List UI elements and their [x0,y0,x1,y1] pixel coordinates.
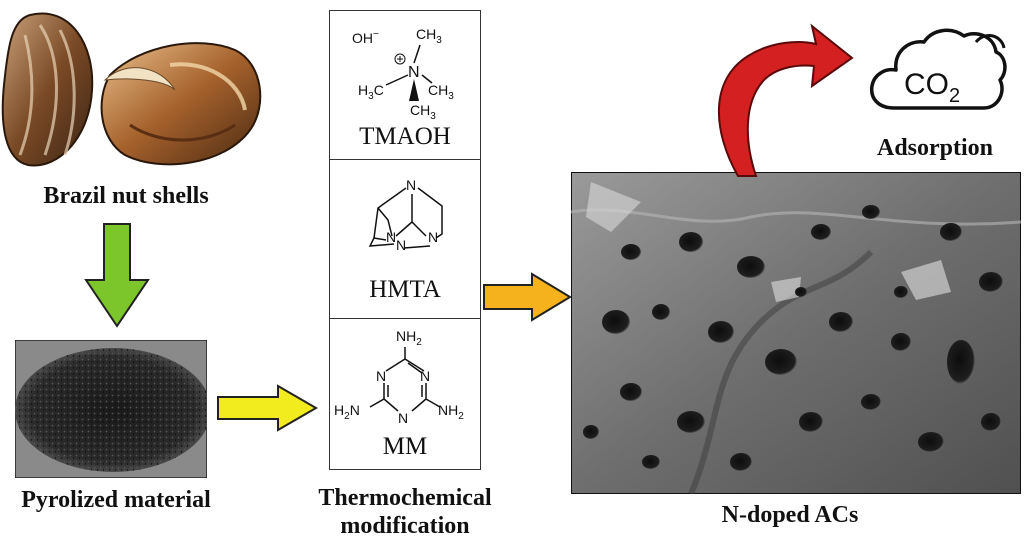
thermochemical-modification-label: Thermochemical modification [270,484,540,540]
svg-text:H3C: H3C [358,82,384,102]
svg-text:N: N [386,229,396,245]
nut-shell-right [100,42,262,166]
svg-text:N: N [396,237,406,253]
arrow-curved-red [717,23,854,177]
reagent-label-hmta: HMTA [369,276,441,303]
n-doped-acs-sem-image [571,172,1021,494]
reagent-box-tmaoh: OH− CH3 H3C CH3 CH3 N TMAOH [329,10,481,160]
reagent-label-mm: MM [382,433,428,460]
tmaoh-structure: OH− CH3 H3C CH3 CH3 N [352,26,454,122]
arrow-right-yellow [217,384,318,432]
hmta-structure: N N N N [368,177,443,253]
thermochemical-line2: modification [340,513,470,539]
svg-text:H2N: H2N [334,402,360,422]
svg-text:N: N [406,177,416,193]
brazil-nut-shells-label: Brazil nut shells [43,183,209,209]
pyrolized-material-label: Pyrolized material [21,487,211,513]
reagent-label-tmaoh: TMAOH [359,123,451,150]
svg-text:N: N [408,64,420,81]
svg-text:N: N [376,368,386,384]
svg-text:N: N [420,368,430,384]
svg-text:OH−: OH− [352,29,379,46]
svg-text:CH3: CH3 [410,102,436,122]
arrow-right-orange [483,272,572,322]
n-doped-acs-label: N-doped ACs [721,502,859,528]
svg-text:NH2: NH2 [438,402,464,422]
pyrolized-material-image [15,340,207,478]
cloud-co2-icon: CO2 [869,28,1007,110]
arrow-down-green [84,223,150,328]
svg-text:CO2: CO2 [904,68,960,107]
adsorption-label: Adsorption [876,135,994,161]
brazil-nut-shells-image [1,12,262,167]
svg-text:N: N [428,229,438,245]
melamine-structure: NH2 H2N NH2 N N N [334,328,464,426]
reagent-box-mm: NH2 H2N NH2 N N N MM [329,318,481,470]
reagent-box-hmta: N N N N HMTA [329,159,481,319]
svg-text:NH2: NH2 [396,328,422,348]
svg-text:N: N [398,410,408,426]
thermochemical-line1: Thermochemical [318,485,492,511]
svg-text:CH3: CH3 [428,82,454,102]
svg-text:CH3: CH3 [416,26,442,46]
